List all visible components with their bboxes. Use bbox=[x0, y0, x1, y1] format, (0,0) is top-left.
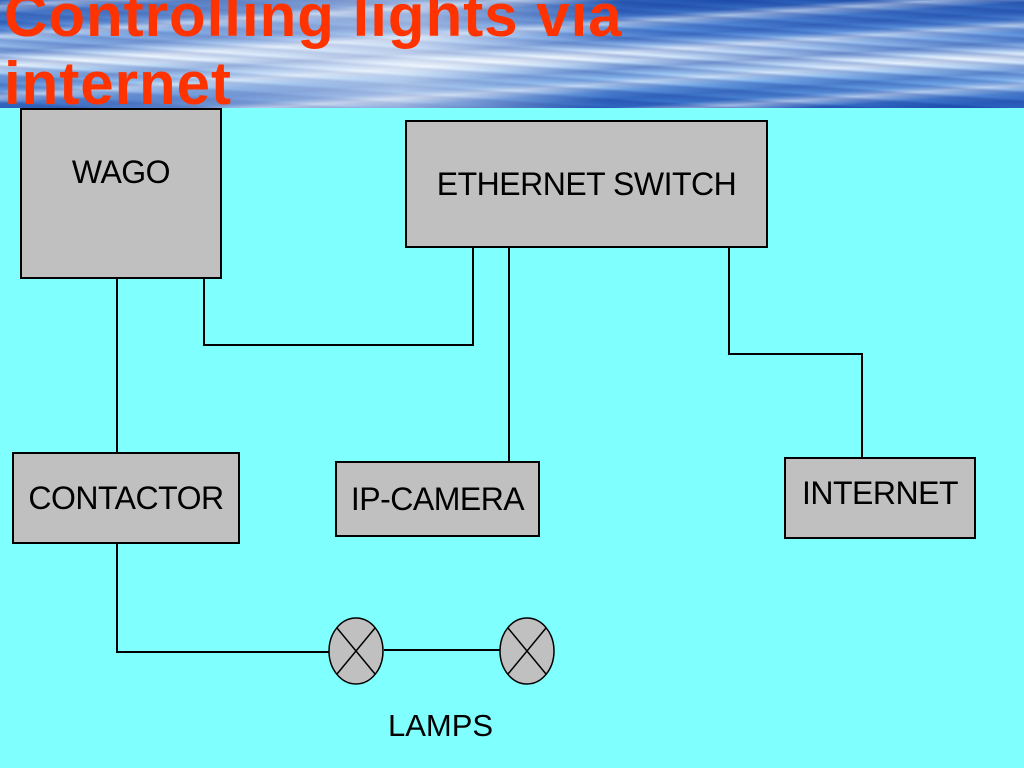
title-banner bbox=[0, 0, 1024, 108]
lamp-1 bbox=[328, 617, 384, 685]
lamps-label: LAMPS bbox=[388, 708, 494, 743]
wire-contactor-lamp bbox=[116, 543, 329, 653]
lamp-2 bbox=[499, 617, 555, 685]
internet-box: INTERNET bbox=[784, 457, 976, 539]
ip-camera-label: IP-CAMERA bbox=[350, 480, 525, 517]
ethernet-switch-label: ETHERNET SWITCH bbox=[436, 165, 737, 202]
ethernet-switch-box: ETHERNET SWITCH bbox=[405, 120, 768, 248]
slide-title: Controlling lights via internet bbox=[4, 0, 623, 117]
contactor-label: CONTACTOR bbox=[28, 479, 224, 516]
wire-wago-switch bbox=[203, 247, 474, 346]
wago-box: WAGO bbox=[20, 108, 222, 279]
contactor-box: CONTACTOR bbox=[12, 452, 240, 544]
wire-switch-internet bbox=[728, 247, 863, 458]
wago-label: WAGO bbox=[71, 154, 171, 190]
internet-label: INTERNET bbox=[802, 475, 959, 511]
ip-camera-box: IP-CAMERA bbox=[335, 461, 540, 537]
